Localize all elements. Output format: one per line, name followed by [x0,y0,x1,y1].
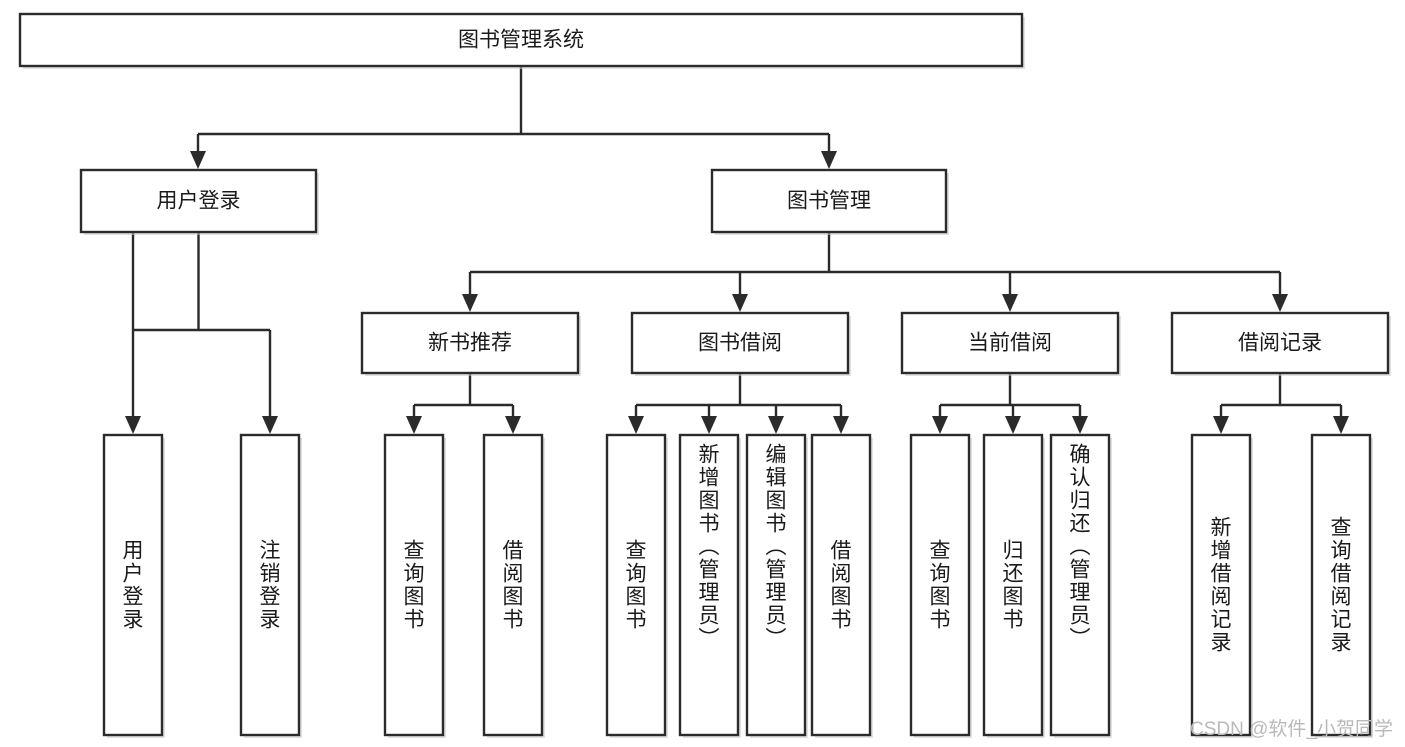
node-label-book-manage: 图书管理 [787,190,871,213]
arrow-head-icon [701,416,717,434]
arrow-head-icon [1333,416,1349,434]
node-current-borrow[interactable] [900,311,1120,375]
arrow-head-icon [821,151,837,169]
node-leaf-query-record[interactable] [1310,433,1372,737]
node-leaf-logout[interactable] [239,433,301,737]
node-label-user-login: 用户登录 [157,190,241,213]
node-leaf-query-book-1[interactable] [383,433,445,737]
node-leaf-confirm-return[interactable] [1049,433,1111,737]
node-leaf-add-record[interactable] [1190,433,1252,737]
node-leaf-borrow-book-2[interactable] [810,433,872,737]
arrow-head-icon [262,416,278,434]
node-leaf-borrow-book-1[interactable] [482,433,544,737]
node-label-book-borrow: 图书借阅 [698,332,782,355]
arrow-head-icon [125,416,141,434]
arrow-head-icon [1005,416,1021,434]
arrow-head-icon [1002,294,1018,312]
node-label-current-borrow: 当前借阅 [968,332,1052,355]
arrow-head-icon [1072,416,1088,434]
node-label-borrow-record: 借阅记录 [1238,332,1322,355]
arrow-head-icon [932,416,948,434]
node-label-root: 图书管理系统 [458,29,584,52]
node-borrow-record[interactable] [1170,311,1390,375]
node-leaf-edit-book[interactable] [745,433,807,737]
node-book-borrow[interactable] [630,311,850,375]
arrow-head-icon [1213,416,1229,434]
node-new-book-recommend[interactable] [360,311,580,375]
arrow-head-icon [190,151,206,169]
node-root[interactable] [18,12,1024,68]
arrow-head-icon [768,416,784,434]
nodes-layer [18,12,1391,738]
node-leaf-return-book[interactable] [982,433,1044,737]
node-leaf-query-book-3[interactable] [909,433,971,737]
arrow-head-icon [462,294,478,312]
arrow-head-icon [406,416,422,434]
arrow-head-icon [833,416,849,434]
node-label-new-book-recommend: 新书推荐 [428,332,512,355]
arrow-head-icon [505,416,521,434]
node-leaf-query-book-2[interactable] [605,433,667,737]
node-book-manage[interactable] [710,168,948,234]
node-leaf-user-login[interactable] [102,433,164,737]
arrow-head-icon [732,294,748,312]
arrow-head-icon [628,416,644,434]
arrow-head-icon [1272,294,1288,312]
node-leaf-add-book[interactable] [678,433,740,737]
connectors-layer [125,66,1349,434]
node-user-login[interactable] [79,168,318,234]
